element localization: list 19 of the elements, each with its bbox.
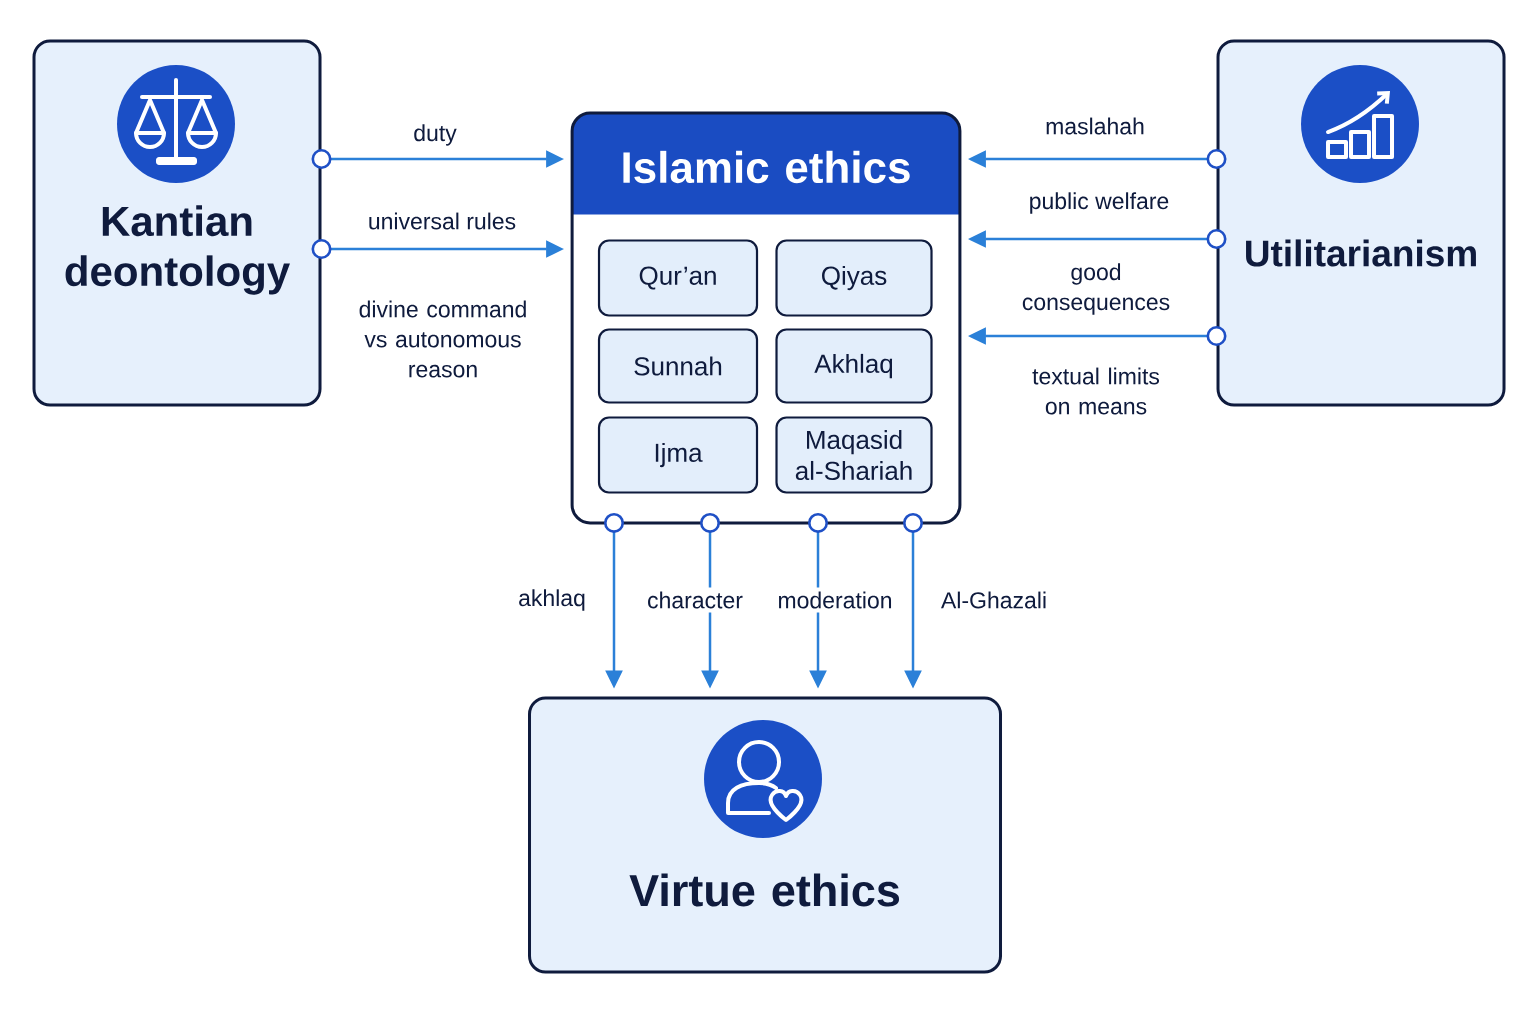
source-box: Sunnah bbox=[597, 328, 759, 404]
source-box: Ijma bbox=[597, 416, 759, 494]
source-box: Maqasid al-Shariah bbox=[775, 416, 933, 494]
edge-label: duty bbox=[409, 120, 461, 150]
concept-box: Virtue ethics bbox=[528, 696, 1002, 974]
source-box: Qiyas bbox=[775, 239, 933, 317]
edge-label: public welfare bbox=[1024, 188, 1174, 218]
edge-label: good consequences bbox=[1012, 259, 1180, 319]
annotation-text: divine command vs autonomous reason bbox=[359, 300, 526, 378]
edge-label: character bbox=[643, 587, 747, 613]
source-box: Qur’an bbox=[597, 239, 759, 317]
edge-label: maslahah bbox=[1041, 113, 1149, 139]
edge-label: moderation bbox=[773, 587, 897, 613]
edge-label: universal rules bbox=[363, 208, 521, 234]
concept-box: Kantian deontology bbox=[32, 39, 322, 407]
edge-label: akhlaq bbox=[514, 585, 590, 615]
source-box: Akhlaq bbox=[775, 328, 933, 404]
annotation-text: textual limits on means bbox=[1032, 367, 1160, 415]
edge-label: Al-Ghazali bbox=[936, 587, 1052, 613]
